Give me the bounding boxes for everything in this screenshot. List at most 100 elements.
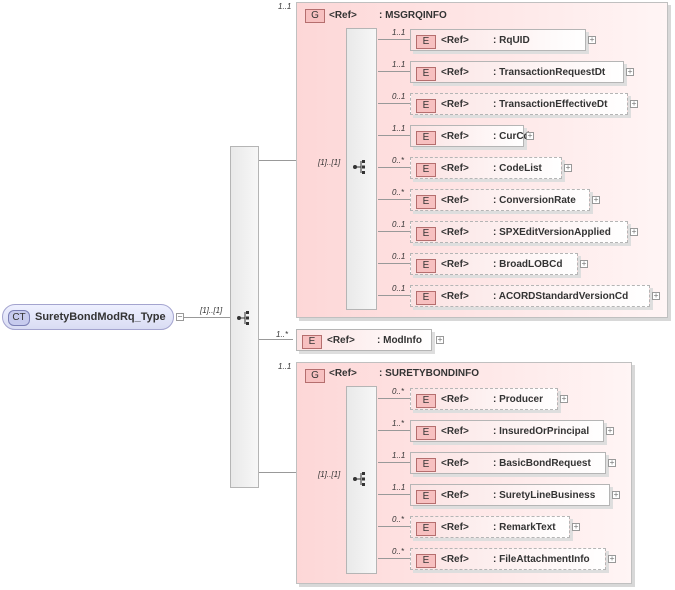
sequence-cardinality: [1]..[1] bbox=[318, 470, 341, 479]
sequence-icon bbox=[353, 472, 365, 486]
element-name: : CurCd bbox=[493, 131, 530, 142]
element-name: : RqUID bbox=[493, 35, 530, 46]
cardinality-label: [1]..[1] bbox=[200, 306, 223, 315]
element-badge: E bbox=[416, 554, 436, 568]
element-cardinality: 0..* bbox=[392, 387, 405, 396]
element-cardinality: 0..* bbox=[392, 188, 405, 197]
element-node[interactable]: E<Ref>: SPXEditVersionApplied bbox=[410, 221, 628, 243]
element-node[interactable]: E<Ref>: TransactionRequestDt bbox=[410, 61, 624, 83]
element-node[interactable]: E<Ref>: RemarkText bbox=[410, 516, 570, 538]
connector bbox=[184, 317, 230, 318]
element-node[interactable]: E<Ref>: CurCd bbox=[410, 125, 530, 147]
element-cardinality: 0..* bbox=[392, 547, 405, 556]
element-cardinality: 1..1 bbox=[392, 483, 406, 492]
element-cardinality: 0..* bbox=[392, 156, 405, 165]
group-cardinality: 1..1 bbox=[278, 362, 292, 371]
element-badge: E bbox=[416, 458, 436, 472]
element-node[interactable]: E<Ref>: RqUID bbox=[410, 29, 586, 51]
element-name: : FileAttachmentInfo bbox=[493, 554, 590, 565]
expand-toggle-icon[interactable]: + bbox=[560, 394, 568, 403]
complex-type-name: SuretyBondModRq_Type bbox=[35, 311, 166, 323]
element-cardinality: 0..1 bbox=[392, 220, 406, 229]
element-node[interactable]: E<Ref>: ConversionRate bbox=[410, 189, 590, 211]
expand-toggle-icon[interactable]: + bbox=[592, 195, 600, 204]
expand-toggle-icon[interactable]: + bbox=[652, 291, 660, 300]
element-cardinality: 1..* bbox=[276, 330, 289, 339]
connector bbox=[378, 231, 410, 232]
ref-label: <Ref> bbox=[441, 426, 469, 437]
element-badge: E bbox=[416, 490, 436, 504]
element-cardinality: 1..1 bbox=[392, 28, 406, 37]
group-badge: G bbox=[305, 9, 325, 23]
connector bbox=[378, 526, 410, 527]
connector bbox=[378, 103, 410, 104]
connector bbox=[378, 494, 410, 495]
expand-toggle-icon[interactable]: + bbox=[630, 227, 638, 236]
element-node[interactable]: E<Ref>: SuretyLineBusiness bbox=[410, 484, 610, 506]
element-node[interactable]: E<Ref>: ACORDStandardVersionCd bbox=[410, 285, 650, 307]
expand-toggle-icon[interactable]: + bbox=[608, 554, 616, 563]
expand-toggle-icon[interactable]: + bbox=[564, 163, 572, 172]
element-node[interactable]: E <Ref> : InsuredOrPrincipal bbox=[410, 420, 604, 442]
element-name: : InsuredOrPrincipal bbox=[493, 426, 590, 437]
sequence-cardinality: [1]..[1] bbox=[318, 158, 341, 167]
element-name: : RemarkText bbox=[493, 522, 556, 533]
sequence-icon bbox=[237, 311, 249, 325]
expand-toggle-icon[interactable]: + bbox=[608, 458, 616, 467]
expand-toggle-icon[interactable]: + bbox=[436, 335, 444, 344]
element-name: : SPXEditVersionApplied bbox=[493, 227, 611, 238]
expand-toggle-icon[interactable]: + bbox=[626, 67, 634, 76]
ref-label: <Ref> bbox=[441, 259, 469, 270]
ref-label: <Ref> bbox=[441, 490, 469, 501]
sequence-compositor[interactable] bbox=[346, 386, 377, 574]
connector bbox=[378, 558, 410, 559]
element-name: : Producer bbox=[493, 394, 544, 405]
element-cardinality: 0..1 bbox=[392, 92, 406, 101]
element-node[interactable]: E <Ref> : FileAttachmentInfo bbox=[410, 548, 606, 570]
group-badge: G bbox=[305, 369, 325, 383]
element-name: : TransactionRequestDt bbox=[493, 67, 606, 78]
element-badge: E bbox=[416, 426, 436, 440]
group-cardinality: 1..1 bbox=[278, 2, 292, 11]
element-node[interactable]: E<Ref>: BroadLOBCd bbox=[410, 253, 578, 275]
element-name: : ACORDStandardVersionCd bbox=[493, 291, 629, 302]
expand-toggle-icon[interactable]: + bbox=[612, 490, 620, 499]
element-badge: E bbox=[416, 195, 436, 209]
complex-type-badge: CT bbox=[8, 310, 30, 326]
ref-label: <Ref> bbox=[441, 67, 469, 78]
ref-label: <Ref> bbox=[329, 10, 357, 21]
collapse-toggle-icon[interactable]: − bbox=[176, 312, 184, 321]
ref-label: <Ref> bbox=[441, 554, 469, 565]
expand-toggle-icon[interactable]: + bbox=[526, 131, 534, 140]
expand-toggle-icon[interactable]: + bbox=[572, 522, 580, 531]
ref-label: <Ref> bbox=[329, 368, 357, 379]
element-node[interactable]: E<Ref>: Producer bbox=[410, 388, 558, 410]
ref-label: <Ref> bbox=[441, 394, 469, 405]
element-modinfo[interactable]: E <Ref> : ModInfo bbox=[296, 329, 432, 351]
sequence-compositor[interactable] bbox=[346, 28, 377, 310]
expand-toggle-icon[interactable]: + bbox=[606, 426, 614, 435]
sequence-compositor[interactable] bbox=[230, 146, 259, 488]
connector bbox=[378, 430, 410, 431]
connector bbox=[378, 39, 410, 40]
element-cardinality: 1..* bbox=[392, 419, 405, 428]
element-node[interactable]: E<Ref>: CodeList bbox=[410, 157, 562, 179]
element-cardinality: 1..1 bbox=[392, 124, 406, 133]
ref-label: <Ref> bbox=[441, 195, 469, 206]
ref-label: <Ref> bbox=[441, 35, 469, 46]
complex-type-node[interactable]: CT SuretyBondModRq_Type bbox=[2, 304, 174, 330]
sequence-icon bbox=[353, 160, 365, 174]
element-node[interactable]: E<Ref>: BasicBondRequest bbox=[410, 452, 606, 474]
element-cardinality: 0..1 bbox=[392, 284, 406, 293]
element-cardinality: 1..1 bbox=[392, 451, 406, 460]
group-name: : MSGRQINFO bbox=[379, 10, 447, 21]
ref-label: <Ref> bbox=[441, 163, 469, 174]
connector bbox=[259, 339, 293, 340]
element-node[interactable]: E<Ref>: TransactionEffectiveDt bbox=[410, 93, 628, 115]
expand-toggle-icon[interactable]: + bbox=[588, 35, 596, 44]
expand-toggle-icon[interactable]: + bbox=[580, 259, 588, 268]
connector bbox=[378, 199, 410, 200]
ref-label: <Ref> bbox=[441, 99, 469, 110]
expand-toggle-icon[interactable]: + bbox=[630, 99, 638, 108]
element-name: : BroadLOBCd bbox=[493, 259, 563, 270]
